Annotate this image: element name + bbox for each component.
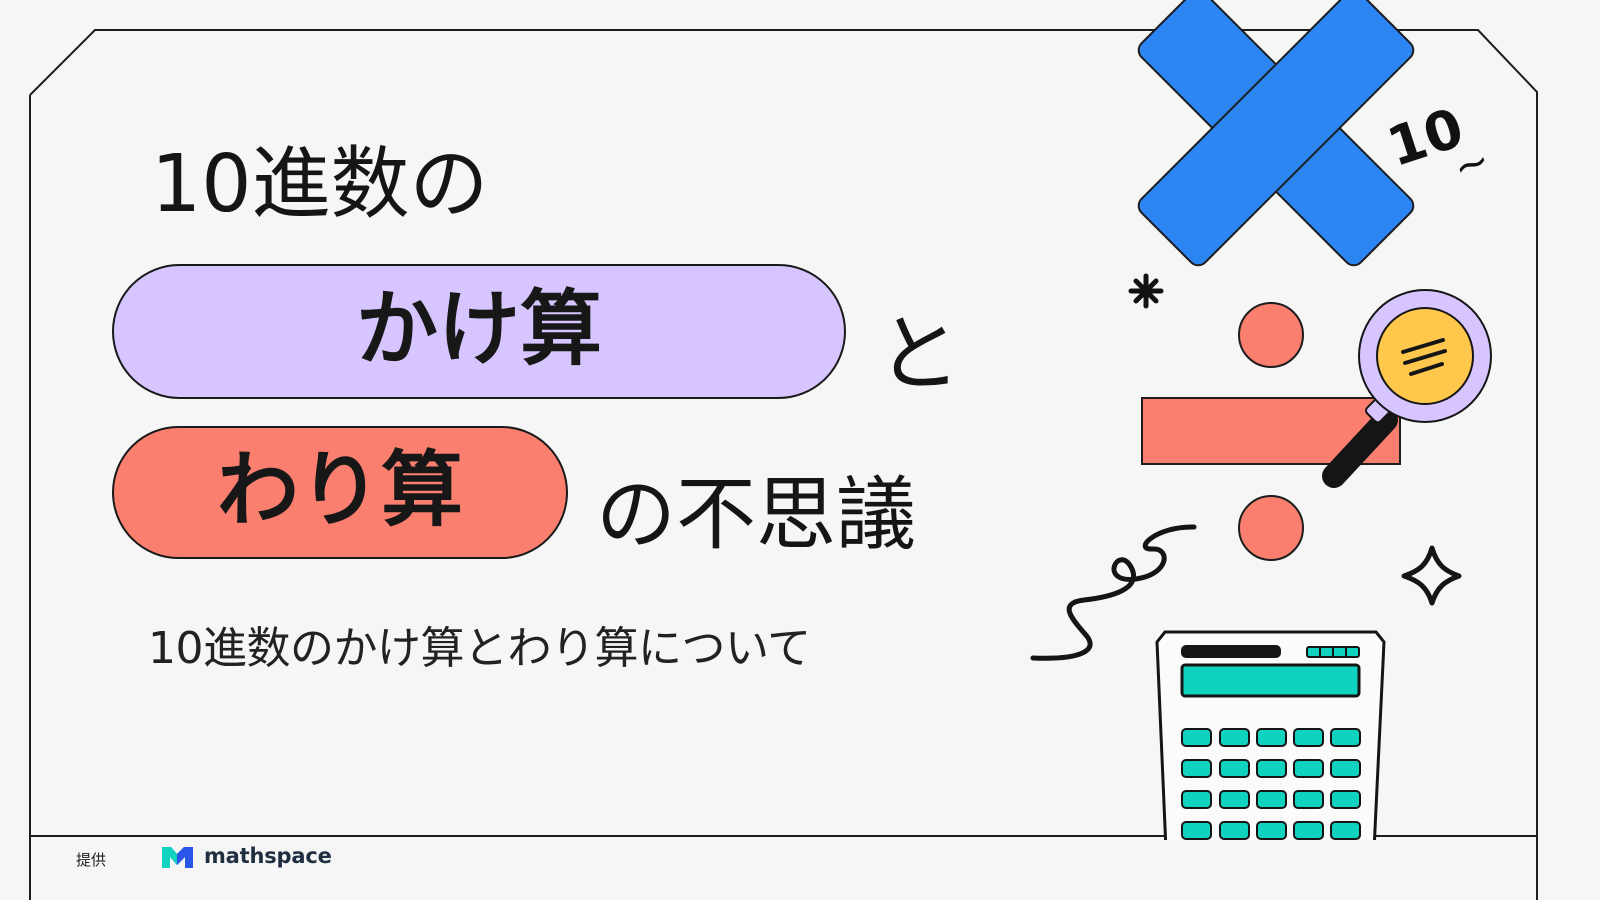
- mathspace-logo-icon: [162, 847, 193, 868]
- tilde-label: ~: [1447, 135, 1497, 193]
- burst-icon: [1128, 273, 1164, 309]
- scribble-line: [1030, 524, 1197, 661]
- math-illustration: 10 ~: [1030, 0, 1497, 840]
- division-icon: [1141, 302, 1401, 561]
- sparkle-icon: [1401, 545, 1462, 606]
- mathspace-brand: mathspace: [160, 843, 332, 870]
- divide-label: わり算: [216, 442, 463, 538]
- multiply-pill: かけ算: [112, 264, 846, 399]
- magnifier-icon: [1322, 289, 1492, 488]
- headline-and: と: [877, 305, 962, 403]
- multiply-label: かけ算: [355, 281, 602, 377]
- calculator-icon: [1155, 630, 1386, 840]
- sponsor-label: 提供: [76, 851, 107, 869]
- subtitle: 10進数のかけ算とわり算について: [148, 623, 811, 674]
- headline-decimal: 10進数の: [151, 138, 489, 230]
- multiply-icon: [1137, 0, 1415, 267]
- headline-mystery: の不思議: [596, 468, 916, 561]
- divide-pill: わり算: [112, 426, 568, 559]
- brand-name: mathspace: [204, 844, 332, 868]
